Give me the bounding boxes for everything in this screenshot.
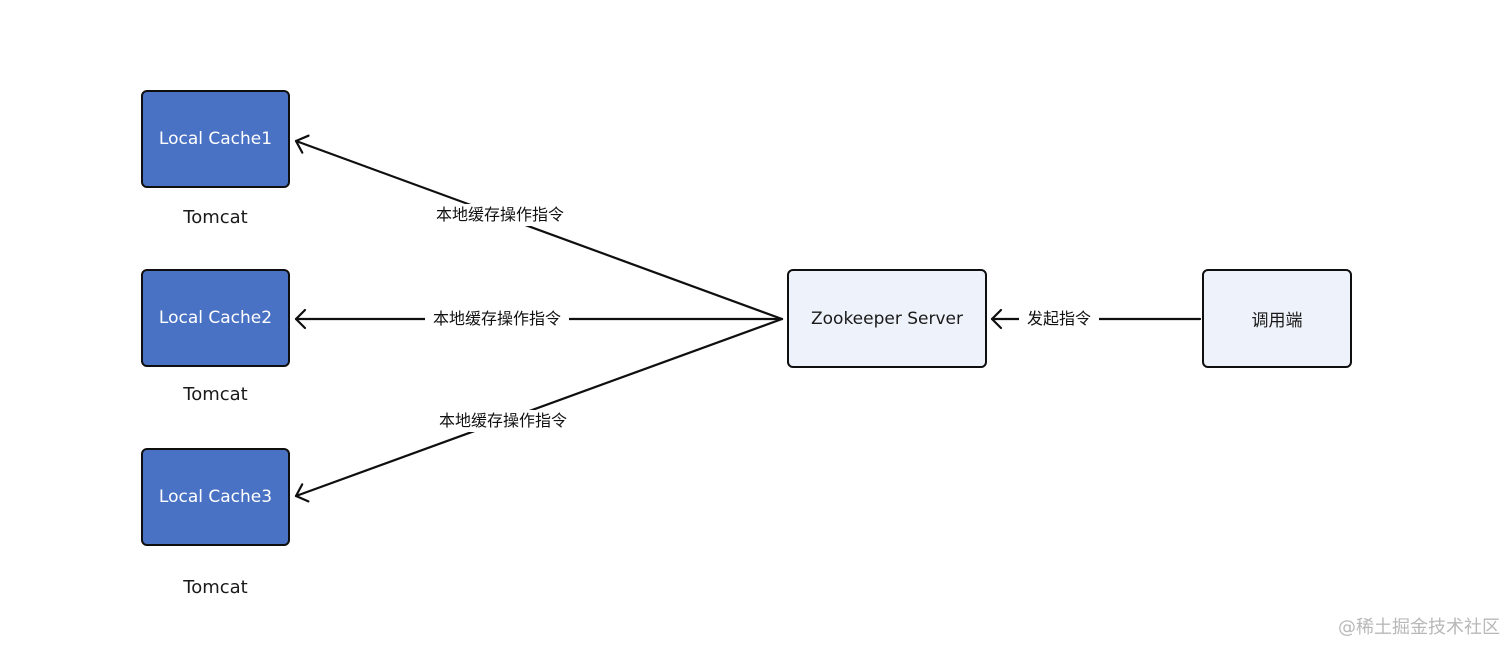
local-cache2-node[interactable]: Local Cache2 bbox=[141, 269, 290, 367]
local-cache3-node[interactable]: Local Cache3 bbox=[141, 448, 290, 546]
edge-label-cache1: 本地缓存操作指令 bbox=[427, 204, 573, 226]
edge-label-cache2: 本地缓存操作指令 bbox=[424, 308, 570, 330]
edge-cache2-arrowhead bbox=[294, 308, 307, 330]
edge-cache1-arrowhead bbox=[294, 134, 310, 154]
edge-zookeeper-to-cache3 bbox=[294, 317, 784, 498]
tomcat2-caption: Tomcat bbox=[183, 384, 248, 405]
edge-zookeeper-to-cache1 bbox=[294, 139, 784, 321]
edge-label-cache3: 本地缓存操作指令 bbox=[430, 410, 576, 432]
edge-zookeeper-arrowhead bbox=[990, 308, 1003, 330]
local-cache1-node[interactable]: Local Cache1 bbox=[141, 90, 290, 188]
caller-node[interactable]: 调用端 bbox=[1202, 269, 1352, 368]
tomcat3-caption: Tomcat bbox=[183, 577, 248, 598]
edge-label-zookeeper: 发起指令 bbox=[1018, 308, 1100, 330]
zookeeper-server-node[interactable]: Zookeeper Server bbox=[787, 269, 987, 368]
edge-cache3-arrowhead bbox=[294, 483, 310, 503]
tomcat1-caption: Tomcat bbox=[183, 207, 248, 228]
watermark: @稀土掘金技术社区 bbox=[1338, 617, 1500, 638]
